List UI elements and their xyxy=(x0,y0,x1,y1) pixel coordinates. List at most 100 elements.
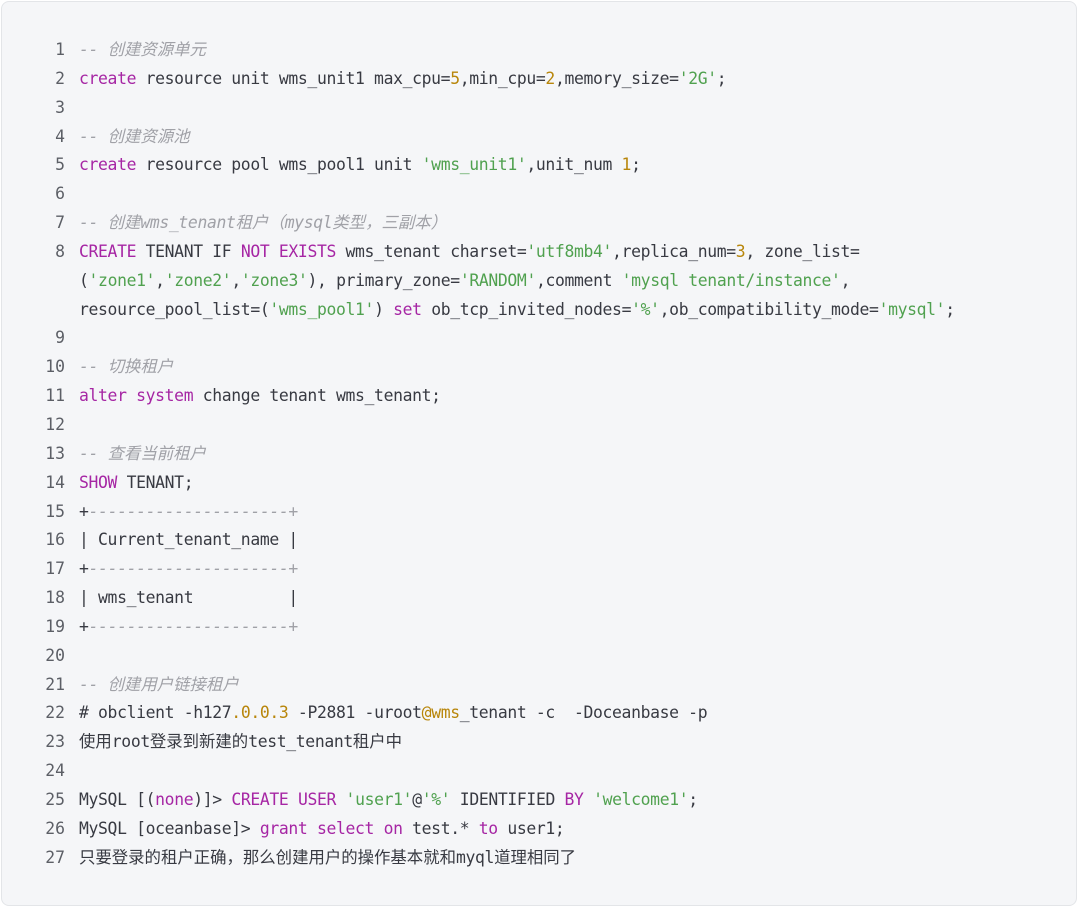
line-number xyxy=(2,267,65,296)
token-string: 'welcome1' xyxy=(593,789,689,809)
token-text: + xyxy=(79,616,89,636)
token-text: 只要登录的租户正确，那么创建用户的操作基本就和 xyxy=(79,847,456,867)
token-text: ,unit_num xyxy=(526,155,622,175)
code-line: 3 xyxy=(2,94,1076,123)
token-number: 2 xyxy=(545,68,555,88)
token-string: 'mysql tenant/instance' xyxy=(621,270,841,290)
line-number: 14 xyxy=(45,472,65,492)
token-comment: -- xyxy=(79,357,108,377)
token-string: 'utf8mb4' xyxy=(526,241,613,261)
code-line: 7-- 创建wms_tenant租户（mysql类型，三副本） xyxy=(2,209,1076,238)
code-text xyxy=(65,411,79,440)
code-line: 21-- 创建用户链接租户 xyxy=(2,671,1076,700)
token-keyword: SHOW xyxy=(79,472,118,492)
token-comment: 创建用户链接租户 xyxy=(107,674,239,694)
token-string: 'mysql' xyxy=(878,299,946,319)
token-string: '%' xyxy=(421,789,451,809)
token-text: root xyxy=(111,732,150,752)
code-text: -- 创建用户链接租户 xyxy=(65,671,239,700)
token-text: + xyxy=(79,501,89,521)
token-text: wms_tenant charset= xyxy=(336,241,527,261)
token-comment: 创建资源单元 xyxy=(107,40,206,59)
token-text: | wms_tenant | xyxy=(79,588,298,608)
code-text: +---------------------+ xyxy=(65,498,298,527)
code-text: # obclient -h127.0.0.3 -P2881 -uroot@wms… xyxy=(65,699,708,728)
code-text: 只要登录的租户正确，那么创建用户的操作基本就和myql道理相同了 xyxy=(65,844,576,873)
line-number: 16 xyxy=(45,530,65,550)
token-number: 3 xyxy=(735,241,746,261)
token-comment: 创建 xyxy=(107,213,141,233)
token-keyword: to xyxy=(478,818,498,838)
code-line: 1-- 创建资源单元 xyxy=(2,36,1076,65)
token-text: 登录到新建的 xyxy=(149,732,249,752)
code-line: 15+---------------------+ xyxy=(2,498,1076,527)
token-text: test_tenant xyxy=(248,732,353,752)
token-number: 1 xyxy=(621,155,632,175)
token-comment: -- xyxy=(79,126,108,146)
token-text: 道理相同了 xyxy=(494,847,577,867)
token-text: 租户中 xyxy=(352,732,403,752)
line-number: 27 xyxy=(45,847,65,867)
token-text: ,replica_num= xyxy=(612,241,736,261)
code-text xyxy=(65,324,79,353)
line-number: 26 xyxy=(45,818,65,838)
token-string: 'zone3' xyxy=(240,270,308,290)
code-text: MySQL [oceanbase]> grant select on test.… xyxy=(65,815,565,844)
code-text: -- 创建资源单元 xyxy=(65,36,206,65)
token-text: resource_pool_list=( xyxy=(79,299,270,319)
token-text: 使用 xyxy=(79,732,112,752)
token-text: ( xyxy=(79,270,89,290)
token-string: 'user1' xyxy=(345,789,413,809)
token-text: ), primary_zone= xyxy=(307,270,461,290)
token-text: TENANT IF xyxy=(136,241,241,261)
code-text: create resource unit wms_unit1 max_cpu=5… xyxy=(65,65,727,94)
token-comment: ---------------------+ xyxy=(88,501,299,521)
line-number: 6 xyxy=(55,184,65,204)
token-string: 'RANDOM' xyxy=(459,270,537,290)
token-text: ob_tcp_invited_nodes= xyxy=(421,299,632,319)
code-text: resource_pool_list=('wms_pool1') set ob_… xyxy=(65,296,955,325)
token-comment: 创建资源池 xyxy=(107,126,190,146)
line-number: 2 xyxy=(55,68,65,88)
code-text: -- 查看当前租户 xyxy=(65,440,206,469)
code-line: 18| wms_tenant | xyxy=(2,584,1076,613)
code-text: -- 创建wms_tenant租户（mysql类型，三副本） xyxy=(65,209,447,238)
code-text: create resource pool wms_pool1 unit 'wms… xyxy=(65,151,641,180)
token-text: _tenant -c -Doceanbase -p xyxy=(459,703,708,723)
token-comment: 切换租户 xyxy=(107,357,174,377)
token-keyword: none xyxy=(155,789,194,809)
line-number: 21 xyxy=(45,674,65,694)
token-keyword: grant select on xyxy=(259,818,403,838)
token-text: TENANT; xyxy=(117,472,194,492)
token-string: 'wms_unit1' xyxy=(421,155,527,175)
token-keyword: BY xyxy=(564,789,584,809)
code-text: | Current_tenant_name | xyxy=(65,526,298,555)
token-comment: ---------------------+ xyxy=(88,559,299,579)
token-text: MySQL [( xyxy=(79,789,156,809)
code-text: +---------------------+ xyxy=(65,555,298,584)
code-text: 使用root登录到新建的test_tenant租户中 xyxy=(65,728,402,757)
line-number: 11 xyxy=(45,386,65,406)
token-text: | Current_tenant_name | xyxy=(79,530,298,550)
token-keyword: create xyxy=(79,155,137,175)
token-string: '2G' xyxy=(678,68,717,88)
line-number: 22 xyxy=(45,703,65,723)
code-line: 17+---------------------+ xyxy=(2,555,1076,584)
token-text: ,memory_size= xyxy=(554,68,679,88)
token-keyword: NOT EXISTS xyxy=(240,241,337,261)
code-text xyxy=(65,642,79,671)
token-keyword: create xyxy=(79,68,137,88)
code-line: 12 xyxy=(2,411,1076,440)
token-comment: mysql xyxy=(284,213,333,233)
line-number: 8 xyxy=(55,241,65,261)
code-text: SHOW TENANT; xyxy=(65,469,194,498)
token-text: myql xyxy=(455,847,495,867)
token-text: ,ob_compatibility_mode= xyxy=(659,299,879,319)
line-number: 20 xyxy=(45,645,65,665)
token-number: .0.0.3 xyxy=(231,703,289,723)
